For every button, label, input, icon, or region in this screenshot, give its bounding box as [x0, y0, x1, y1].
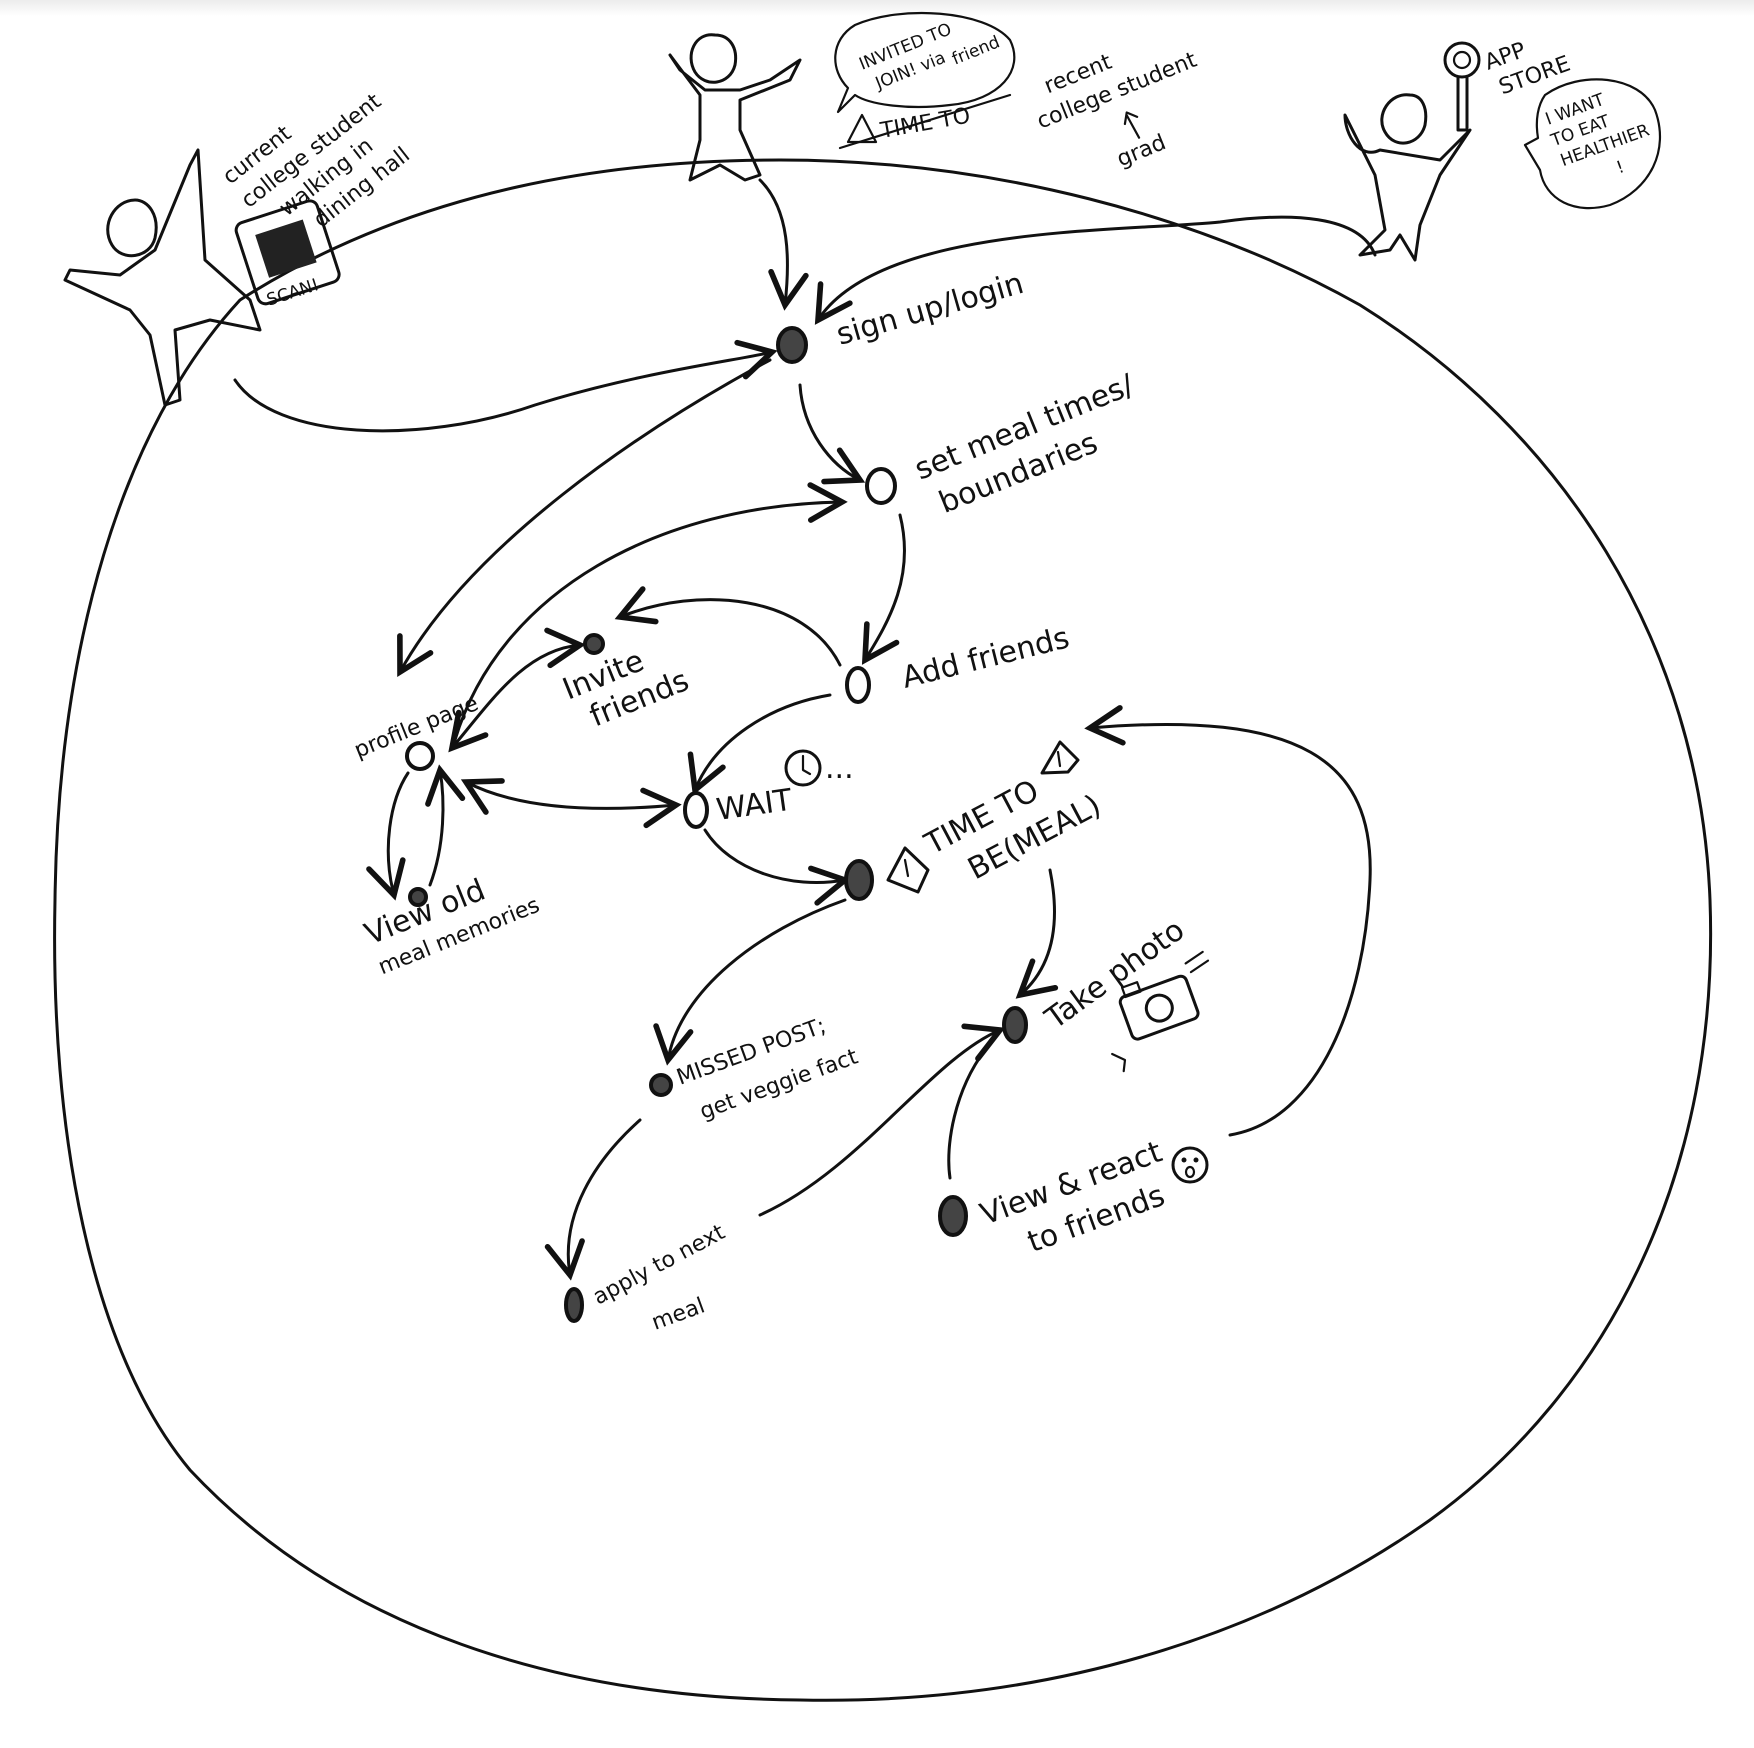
- step-node: [1002, 1006, 1028, 1044]
- camera-icon: [1111, 950, 1210, 1073]
- step-apply-next-meal: apply to next meal: [564, 1220, 729, 1336]
- invited-line-3: friend: [949, 32, 1003, 69]
- persona-grad-note: recent college student grad: [1034, 48, 1201, 173]
- persona-student: SCAN! current college student walking in…: [63, 89, 415, 407]
- surprised-face-icon: [1171, 1146, 1209, 1184]
- journey-circle: [53, 158, 1713, 1702]
- step-label-apply-2: meal: [649, 1293, 709, 1335]
- step-view-react: View & react to friends: [938, 1134, 1209, 1260]
- clock-icon: [784, 749, 822, 787]
- step-node: [865, 467, 897, 505]
- step-node: [583, 633, 605, 655]
- step-profile-page: profile page: [351, 691, 482, 771]
- step-node: [408, 887, 428, 907]
- warning-icon: [886, 846, 930, 894]
- step-wait: WAIT ...: [683, 749, 854, 829]
- persona-app-store: APP STORE I WANT TO EAT HEALTHIER !: [1343, 38, 1662, 262]
- step-time-to-be-meal: TIME TO BE(MEAL): [844, 740, 1107, 901]
- step-node: [844, 859, 874, 901]
- invited-speech-bubble: INVITED TO JOIN! via friend: [834, 11, 1016, 114]
- step-label-wait: WAIT: [714, 783, 795, 828]
- step-node: [405, 741, 435, 771]
- step-label-sign-up: sign up/login: [833, 266, 1028, 353]
- step-node: [845, 666, 871, 704]
- step-view-memories: View old meal memories: [360, 873, 543, 981]
- top-edge-shadow: [0, 0, 1754, 16]
- step-invite-friends: Invite friends: [558, 633, 694, 734]
- step-sign-up: sign up/login: [776, 266, 1028, 364]
- step-missed-post: MISSED POST; get veggie fact: [649, 1014, 862, 1125]
- step-label-add-friends: Add friends: [898, 620, 1072, 695]
- warning-icon: [1040, 740, 1080, 775]
- step-node: [564, 1287, 584, 1323]
- step-node: [649, 1073, 673, 1097]
- step-node: [683, 791, 709, 829]
- crossed-time-to: TIME TO: [838, 93, 1012, 150]
- search-icon: [1443, 41, 1481, 132]
- healthier-line-4: !: [1614, 157, 1627, 178]
- step-label-wait-suffix: ...: [825, 751, 854, 786]
- step-node: [938, 1195, 968, 1237]
- healthier-speech-bubble: I WANT TO EAT HEALTHIER !: [1523, 78, 1662, 210]
- crossed-time-to-label: TIME TO: [878, 104, 973, 145]
- step-take-photo: Take photo: [1002, 913, 1210, 1073]
- persona-invited: INVITED TO JOIN! via friend TIME TO: [668, 11, 1016, 182]
- step-label-apply-1: apply to next: [589, 1220, 729, 1310]
- flow-connectors: [233, 178, 1377, 1281]
- qr-code-icon: SCAN!: [234, 199, 341, 311]
- step-node: [776, 326, 808, 364]
- step-meal-times: set meal times/ boundaries: [865, 367, 1140, 521]
- grad-line-3: grad: [1113, 130, 1169, 172]
